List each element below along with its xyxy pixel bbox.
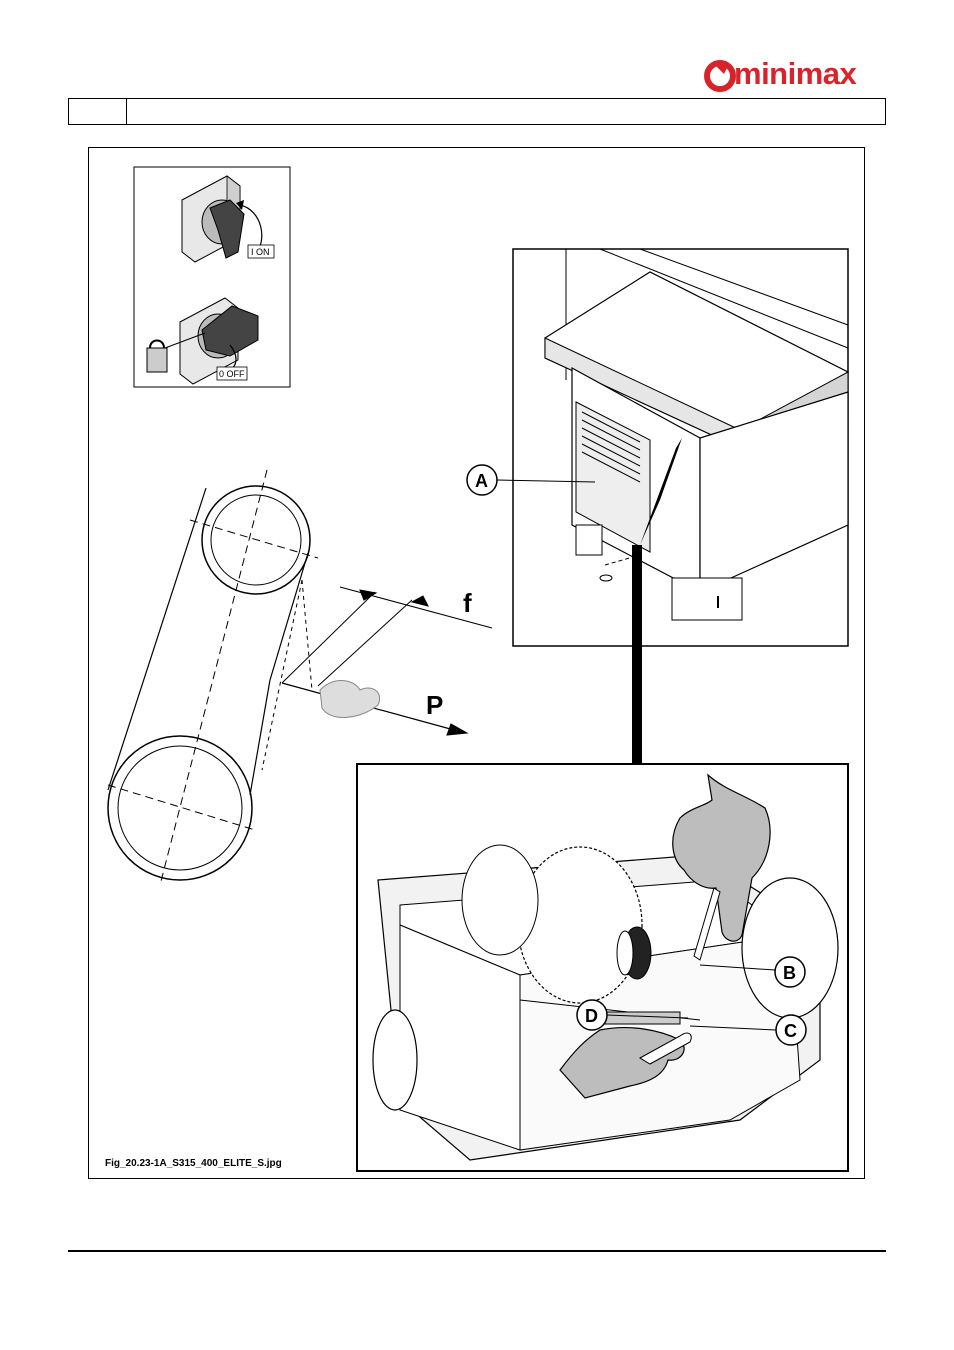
callout-b-label: B (783, 963, 796, 983)
switch-off-label: 0 OFF (219, 369, 245, 379)
connector-bar (632, 545, 642, 765)
figure-caption: Fig_20.23-1A_S315_400_ELITE_S.jpg (105, 1158, 282, 1169)
callout-a-label: A (475, 471, 488, 491)
machine-cabinet-inset (513, 249, 848, 646)
switch-on-label: I ON (251, 247, 270, 257)
callout-c-label: C (784, 1021, 797, 1041)
blade-change-inset (357, 764, 848, 1171)
dimension-f-label: f (463, 588, 472, 618)
switch-inset: I ON 0 OFF (134, 167, 290, 387)
callout-d-label: D (585, 1006, 598, 1026)
footer-rule (68, 1250, 886, 1252)
dimension-p-label: P (426, 690, 443, 720)
